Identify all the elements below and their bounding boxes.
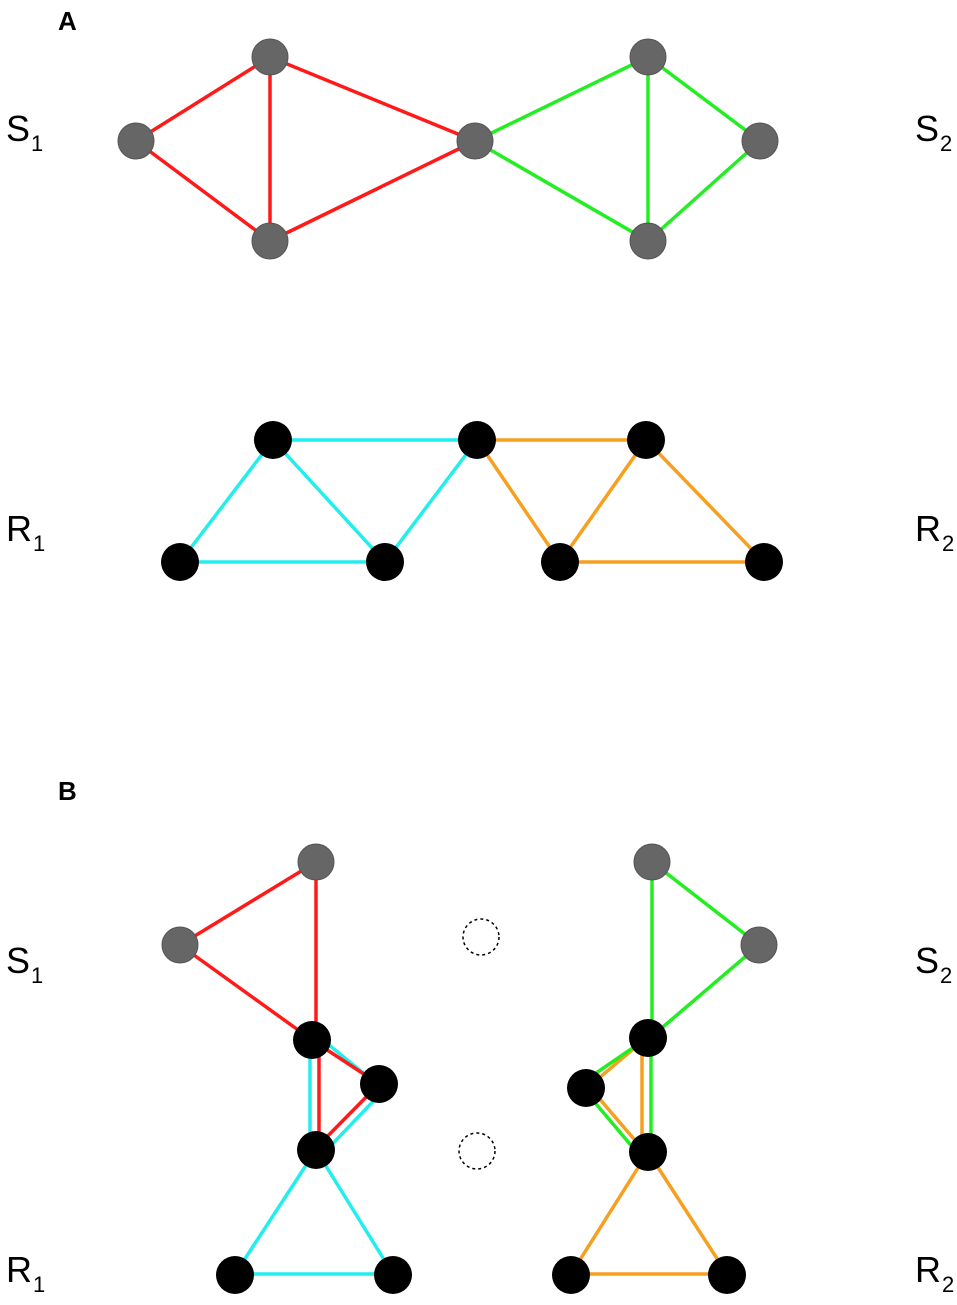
grey-node-icon [633, 843, 671, 881]
panel-a-letter: A [58, 6, 77, 36]
label-s1-a-sub: 1 [31, 131, 43, 156]
label-r2-b: R2 [915, 1249, 954, 1297]
black-node-icon [297, 1131, 335, 1169]
edge [646, 139, 762, 243]
label-r1-b-sub: 1 [33, 1272, 45, 1297]
edge [178, 438, 275, 564]
black-node-icon [745, 543, 783, 581]
edge [383, 438, 479, 564]
label-s1-a-main: S [6, 108, 30, 149]
svg-text:R1: R1 [6, 1249, 45, 1297]
label-s2-b-sub: 2 [940, 963, 952, 988]
svg-text:R2: R2 [915, 1249, 954, 1297]
black-node-icon [216, 1256, 254, 1294]
label-s1-a: S1 [6, 108, 43, 156]
svg-text:R1: R1 [6, 508, 45, 556]
left-red-edges-b [178, 860, 381, 1152]
black-node-icon [458, 421, 496, 459]
s-nodes-b [161, 843, 778, 964]
label-r2-a: R2 [915, 508, 954, 556]
edge [233, 1149, 318, 1275]
edge [474, 55, 649, 143]
grey-node-icon [161, 926, 199, 964]
label-r2-b-sub: 2 [942, 1272, 954, 1297]
label-r2-a-main: R [915, 508, 941, 549]
label-r2-a-sub: 2 [942, 531, 954, 556]
edge [646, 1151, 729, 1275]
r-nodes-a [161, 421, 783, 581]
label-r1-a-sub: 1 [33, 531, 45, 556]
black-node-icon [541, 543, 579, 581]
grey-node-icon [629, 38, 667, 76]
label-r2-b-main: R [915, 1249, 941, 1290]
edge [558, 438, 648, 564]
svg-text:S2: S2 [915, 108, 952, 156]
black-node-icon [366, 543, 404, 581]
right-orange-edges-b [569, 1038, 729, 1276]
grey-node-icon [251, 38, 289, 76]
label-s1-b: S1 [6, 940, 43, 988]
grey-node-icon [297, 843, 335, 881]
r1-edges-a [178, 438, 479, 564]
svg-text:R2: R2 [915, 508, 954, 556]
black-node-icon [708, 1256, 746, 1294]
label-s1-b-main: S [6, 940, 30, 981]
label-s1-b-sub: 1 [31, 963, 43, 988]
panel-b-letter: B [58, 776, 77, 806]
black-node-icon [254, 421, 292, 459]
r-nodes-b [216, 1019, 746, 1294]
edge [475, 439, 562, 563]
label-s2-a-sub: 2 [940, 131, 952, 156]
edge [474, 139, 649, 243]
black-node-icon [293, 1021, 331, 1059]
edge [646, 55, 762, 143]
label-s2-b-main: S [915, 940, 939, 981]
black-node-icon [360, 1065, 398, 1103]
black-node-icon [567, 1069, 605, 1107]
label-s2-a: S2 [915, 108, 952, 156]
label-r1-a: R1 [6, 508, 45, 556]
black-node-icon [552, 1256, 590, 1294]
svg-text:S1: S1 [6, 108, 43, 156]
edge [135, 55, 271, 143]
black-node-icon [374, 1256, 412, 1294]
label-s2-b: S2 [915, 940, 952, 988]
empty-slot-icon [458, 1132, 496, 1170]
black-node-icon [161, 543, 199, 581]
grey-node-icon [456, 122, 494, 160]
edge [648, 943, 761, 1040]
grey-node-icon [741, 122, 779, 160]
grey-node-icon [117, 122, 155, 160]
edge [269, 139, 476, 243]
label-s2-a-main: S [915, 108, 939, 149]
label-r1-a-main: R [6, 508, 32, 549]
s-nodes-a [117, 38, 779, 260]
label-r1-b-main: R [6, 1249, 32, 1290]
svg-text:S1: S1 [6, 940, 43, 988]
edge [644, 438, 766, 564]
empty-slots-b [458, 918, 500, 1170]
grey-node-icon [251, 222, 289, 260]
label-r1-b: R1 [6, 1249, 45, 1297]
black-node-icon [629, 1019, 667, 1057]
r2-edges-a [475, 438, 766, 564]
edge [269, 55, 476, 143]
edge [314, 1149, 395, 1275]
black-node-icon [629, 1133, 667, 1171]
svg-text:S2: S2 [915, 940, 952, 988]
edge [271, 438, 387, 564]
black-node-icon [627, 421, 665, 459]
grey-node-icon [629, 222, 667, 260]
edge [178, 943, 314, 1042]
edge [134, 139, 272, 243]
grey-node-icon [740, 926, 778, 964]
edge [179, 860, 317, 947]
s1-edges-a [134, 55, 476, 243]
empty-slot-icon [462, 918, 500, 956]
edge [650, 860, 761, 947]
edge [569, 1151, 650, 1275]
s2-edges-a [474, 55, 762, 243]
